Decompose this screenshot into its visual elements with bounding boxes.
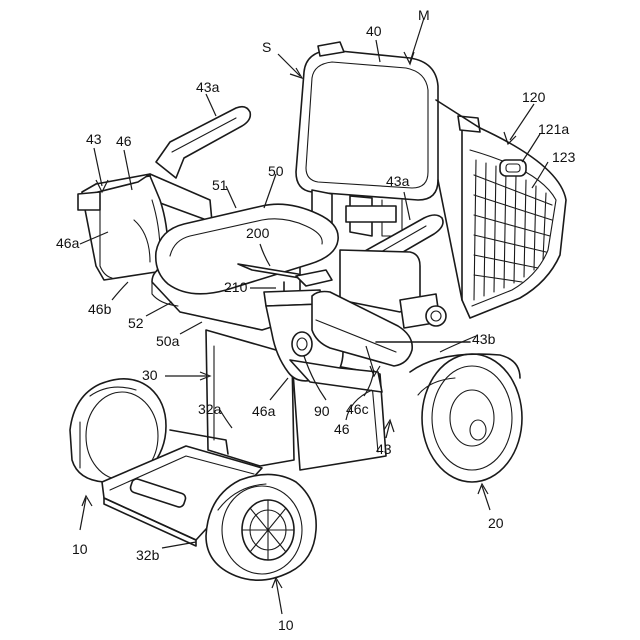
label-S: S: [262, 39, 271, 55]
rear-wheel-20: [410, 354, 522, 482]
label-40: 40: [366, 23, 382, 39]
label-210: 210: [224, 279, 248, 295]
label-30: 30: [142, 367, 158, 383]
label-50a: 50a: [156, 333, 180, 349]
label-46-left: 46: [116, 133, 132, 149]
label-200: 200: [246, 225, 270, 241]
label-46c: 46c: [346, 401, 369, 417]
label-43b: 43b: [472, 331, 496, 347]
label-43a-right: 43a: [386, 173, 410, 189]
rear-mesh-panel-123: [462, 128, 566, 318]
label-43-bottom: 43: [376, 441, 392, 457]
label-46a-left: 46a: [56, 235, 80, 251]
label-52: 52: [128, 315, 144, 331]
label-51: 51: [212, 177, 228, 193]
label-46b: 46b: [88, 301, 112, 317]
label-50: 50: [268, 163, 284, 179]
label-120: 120: [522, 89, 546, 105]
label-20: 20: [488, 515, 504, 531]
label-32b: 32b: [136, 547, 160, 563]
label-123: 123: [552, 149, 576, 165]
label-43-left: 43: [86, 131, 102, 147]
label-32a: 32a: [198, 401, 222, 417]
label-10-left: 10: [72, 541, 88, 557]
label-121a: 121a: [538, 121, 569, 137]
label-46-bottom: 46: [334, 421, 350, 437]
label-46a-bottom: 46a: [252, 403, 276, 419]
label-43a-left: 43a: [196, 79, 220, 95]
label-M: M: [418, 7, 430, 23]
label-10-bottom: 10: [278, 617, 294, 633]
label-90: 90: [314, 403, 330, 419]
